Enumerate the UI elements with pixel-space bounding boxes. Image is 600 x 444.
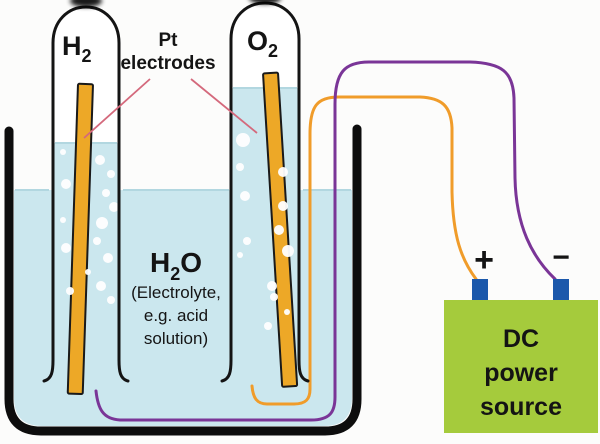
gas-bubble [236, 163, 244, 171]
gas-bubble [96, 281, 106, 291]
gas-bubble [93, 237, 101, 245]
negative-terminal-post [553, 279, 569, 300]
gas-bubble [240, 191, 250, 201]
pt-label-line1: Pt [159, 30, 179, 51]
right-tube-gas-label: O2 [247, 26, 278, 61]
gas-bubble [102, 189, 110, 197]
dc-power-source-line1: DC [503, 325, 539, 353]
gas-bubble [85, 269, 91, 275]
gas-bubble [278, 201, 288, 211]
right-tube-bubbles [236, 133, 294, 330]
electrolyte-formula: H2O [150, 247, 202, 284]
gas-bubble [236, 133, 250, 147]
gas-bubble [66, 287, 74, 295]
gas-bubble [60, 217, 66, 223]
gas-bubble [284, 309, 290, 315]
pointer-line-left [83, 78, 151, 139]
right-tube-clamp-shadow [249, 0, 281, 4]
left-tube-bubbles [60, 149, 119, 304]
gas-bubble [109, 202, 119, 212]
left-pt-electrode [66, 82, 94, 396]
left-tube-gas-label: H2 [62, 31, 92, 66]
gas-bubble [278, 167, 288, 177]
gas-bubble [267, 281, 277, 291]
gas-bubble [95, 155, 105, 165]
electrolyte-note-line1: (Electrolyte, [131, 283, 221, 302]
electrolyte-note-line2: e.g. acid [144, 306, 208, 325]
pt-pointer-lines [83, 78, 258, 139]
purple-wire-to-negative [94, 60, 557, 422]
beaker [4, 124, 362, 436]
dc-power-source-line3: source [480, 393, 562, 421]
orange-wire-to-positive [250, 95, 478, 406]
gas-bubble [282, 245, 294, 257]
gas-bubble [107, 296, 115, 304]
electrolyte-note-line3: solution) [144, 329, 208, 348]
left-tube-clamp-shadow [70, 0, 102, 7]
dc-power-source-box [444, 300, 598, 433]
pt-label-line2: electrodes [120, 53, 215, 74]
gas-bubble [274, 225, 284, 235]
gas-bubble [60, 149, 66, 155]
gas-bubble [61, 243, 71, 253]
gas-bubble [96, 217, 108, 229]
gas-bubble [237, 252, 243, 258]
gas-bubble [103, 253, 113, 263]
gas-bubble [61, 179, 71, 189]
positive-sign: + [474, 241, 494, 279]
pointer-line-right [190, 78, 258, 134]
negative-sign: − [552, 241, 570, 274]
dc-power-source-line2: power [484, 359, 558, 387]
positive-terminal-post [472, 279, 488, 300]
gas-bubble [264, 322, 272, 330]
gas-bubble [270, 293, 278, 301]
gas-bubble [107, 170, 115, 178]
gas-bubble [243, 237, 251, 245]
